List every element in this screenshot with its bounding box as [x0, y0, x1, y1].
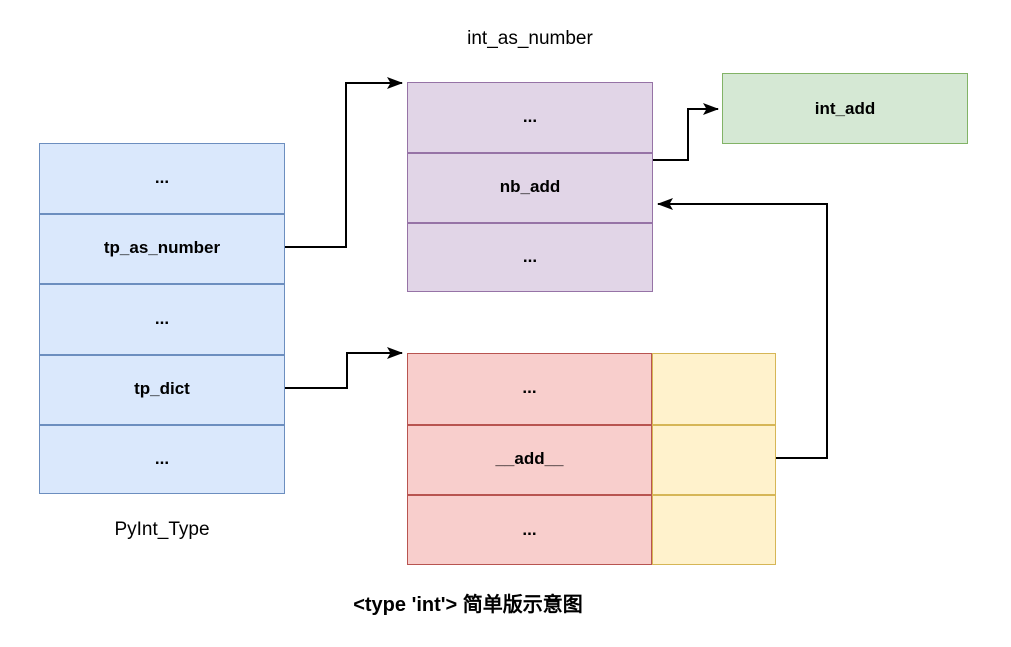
dict-key-row-ellipsis-2: ... — [408, 494, 651, 564]
int-as-number-row-ellipsis-2: ... — [408, 222, 652, 291]
dict-value-row-3 — [653, 494, 775, 564]
int-as-number-row-ellipsis-1: ... — [522, 107, 538, 126]
pyint-type-row-tp-as-number: tp_as_number — [40, 213, 284, 282]
pyint-type-table: ... tp_as_number ... tp_dict ... — [39, 143, 285, 494]
dict-value-row-1 — [653, 354, 775, 423]
dict-value-table — [652, 353, 776, 565]
dict-value-row-2 — [653, 423, 775, 494]
int-as-number-table: ... nb_add ... — [407, 82, 653, 292]
int-add-box: int_add — [722, 73, 968, 144]
edge-tp-as-number-to-int-as-number — [285, 77, 403, 248]
diagram-title: <type 'int'> 简单版示意图 — [353, 594, 583, 616]
pyint-type-row-ellipsis-1: ... — [154, 168, 170, 188]
dict-key-row-ellipsis-1: ... — [522, 378, 537, 398]
pyint-type-row-ellipsis-2: ... — [40, 283, 284, 352]
pyint-type-row-ellipsis-3: ... — [40, 423, 284, 493]
int-as-number-row-nb-add: nb_add — [408, 152, 652, 221]
dict-key-table: ... __add__ ... — [407, 353, 652, 565]
int-as-number-caption: int_as_number — [467, 28, 593, 49]
pyint-type-caption: PyInt_Type — [114, 519, 210, 540]
edge-tp-dict-to-dict — [285, 347, 403, 389]
pyint-type-row-tp-dict: tp_dict — [40, 353, 284, 423]
dict-key-row-add: __add__ — [408, 423, 651, 494]
edge-nb-add-to-int-add — [653, 103, 719, 161]
